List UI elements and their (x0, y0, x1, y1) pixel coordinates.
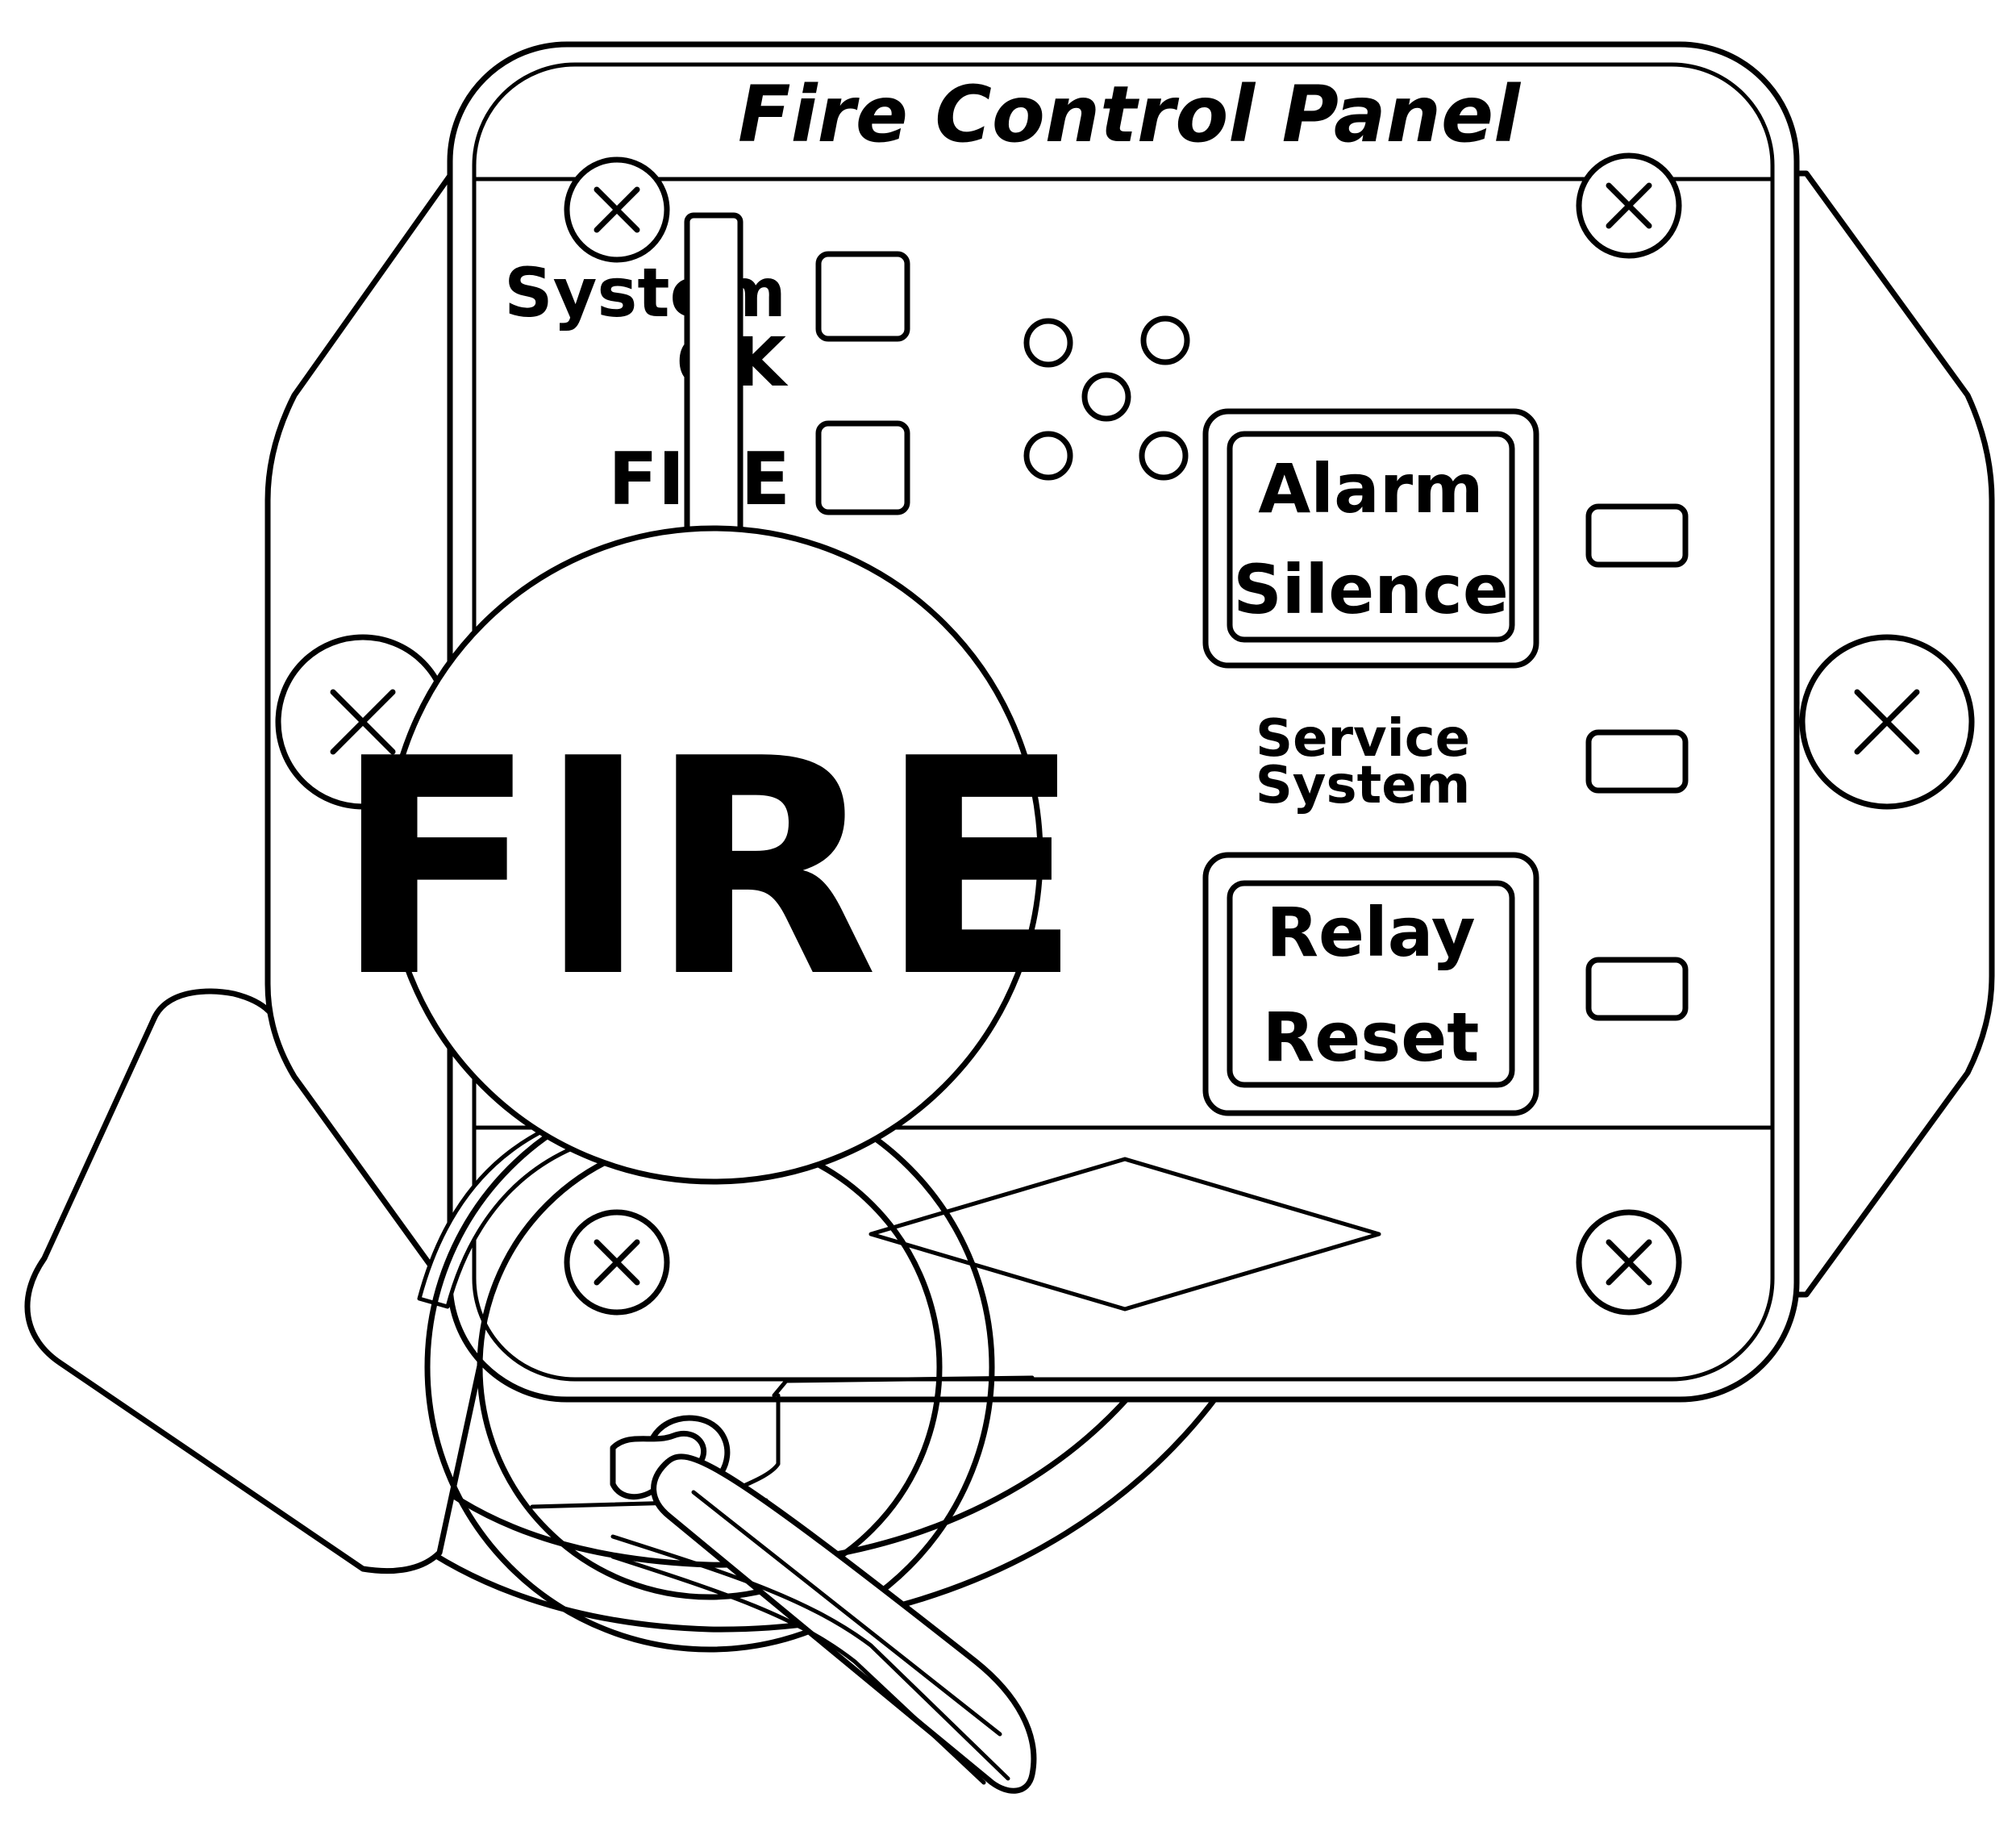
corner-screw-top-right (1576, 152, 1682, 259)
relay-reset-label-line2: Reset (1263, 998, 1480, 1077)
alarm-silence-label-line2: Silence (1233, 550, 1509, 629)
fire-button-label: FIRE (334, 696, 1082, 1043)
service-system-label-line1: Service (1256, 709, 1470, 769)
service-system-led (1585, 729, 1689, 794)
relay-reset-button[interactable]: Relay Reset (1202, 852, 1539, 1116)
fire-button[interactable]: FIRE (334, 525, 1082, 1185)
panel-title: Fire Control Panel (738, 69, 1521, 160)
fire-indicator-led (815, 420, 910, 515)
right-mounting-screw (1799, 634, 1975, 810)
alarm-silence-led (1585, 503, 1689, 568)
corner-screw-bottom-right (1576, 1209, 1682, 1316)
system-ok-label-line1: System (504, 253, 786, 332)
speaker-grille-icon (1023, 315, 1190, 481)
corner-screw-top-left (564, 156, 670, 263)
key-icon (610, 1415, 1037, 1794)
alarm-silence-button[interactable]: Alarm Silence (1202, 408, 1539, 669)
diamond-marking (868, 1157, 1381, 1312)
relay-reset-led (1585, 957, 1689, 1021)
tag-icon (24, 988, 487, 1574)
service-system-label-line2: System (1256, 756, 1471, 815)
corner-screw-bottom-left (564, 1209, 670, 1316)
pull-rod (684, 212, 744, 573)
relay-reset-label-line1: Relay (1266, 893, 1475, 972)
cable (610, 1534, 1010, 1785)
system-ok-led (815, 251, 910, 342)
alarm-silence-label-line1: Alarm (1258, 449, 1483, 528)
